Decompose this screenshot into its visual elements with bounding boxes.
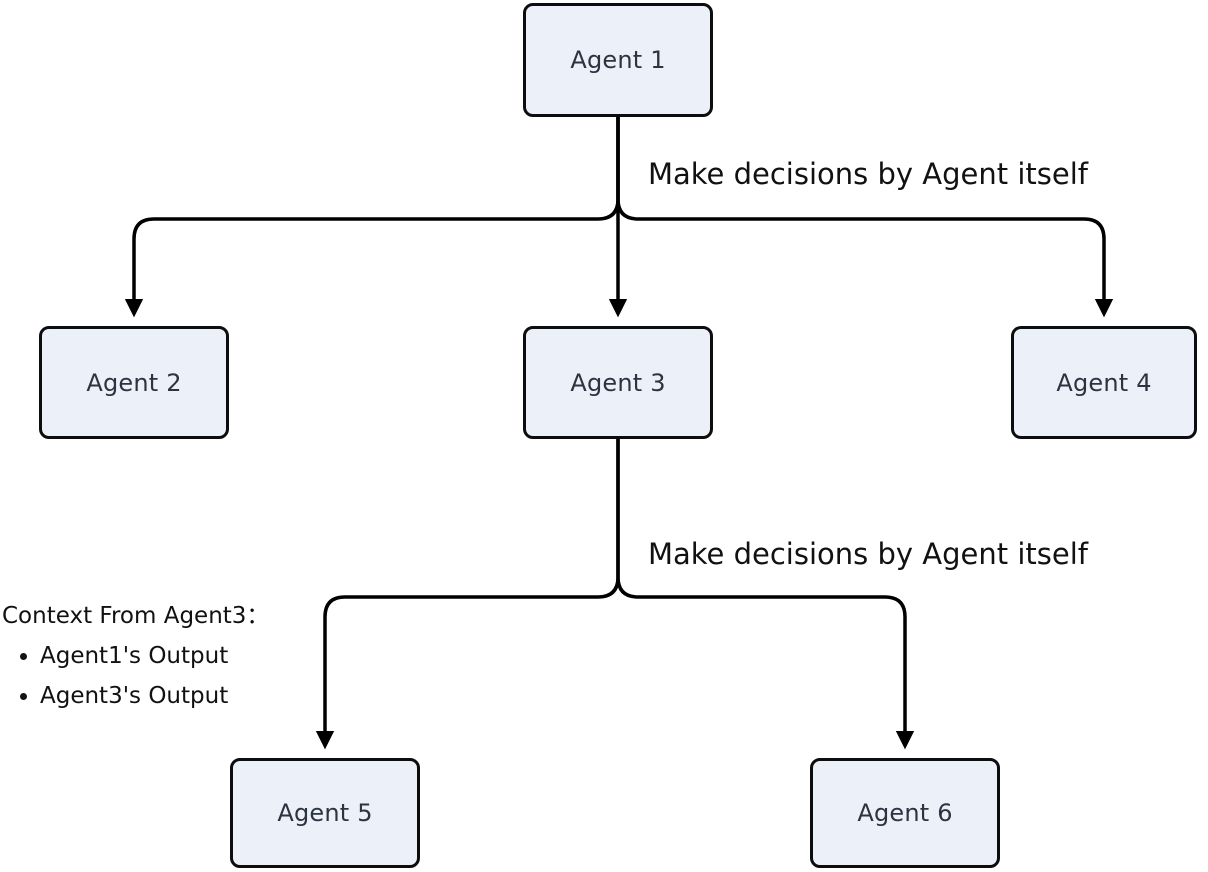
context-annotation-title: Context From Agent3：: [2, 603, 270, 629]
node-agent2: Agent 2: [39, 326, 229, 439]
node-agent6-label: Agent 6: [857, 799, 953, 827]
edge-agent3-agent6: [616, 439, 915, 750]
edge-label-agent3-branch: Make decisions by Agent itself: [644, 536, 1092, 572]
node-agent1: Agent 1: [523, 3, 713, 117]
context-annotation: Context From Agent3： Agent1's Output Age…: [0, 600, 330, 716]
edge-agent1-agent4: [616, 117, 1114, 318]
context-annotation-item: Agent3's Output: [40, 676, 330, 716]
node-agent2-label: Agent 2: [86, 368, 182, 397]
context-annotation-item: Agent1's Output: [40, 636, 330, 676]
node-agent4-label: Agent 4: [1056, 368, 1152, 397]
node-agent5: Agent 5: [230, 758, 420, 868]
node-agent5-label: Agent 5: [277, 799, 373, 827]
edge-agent1-agent2: [124, 117, 620, 318]
node-agent6: Agent 6: [810, 758, 1000, 868]
edge-agent3-agent5: [315, 439, 620, 750]
node-agent3: Agent 3: [523, 326, 713, 439]
context-annotation-list: Agent1's Output Agent3's Output: [0, 636, 330, 716]
node-agent4: Agent 4: [1011, 326, 1197, 439]
edge-label-agent1-branch: Make decisions by Agent itself: [644, 156, 1092, 192]
node-agent1-label: Agent 1: [570, 46, 666, 74]
node-agent3-label: Agent 3: [570, 368, 666, 397]
